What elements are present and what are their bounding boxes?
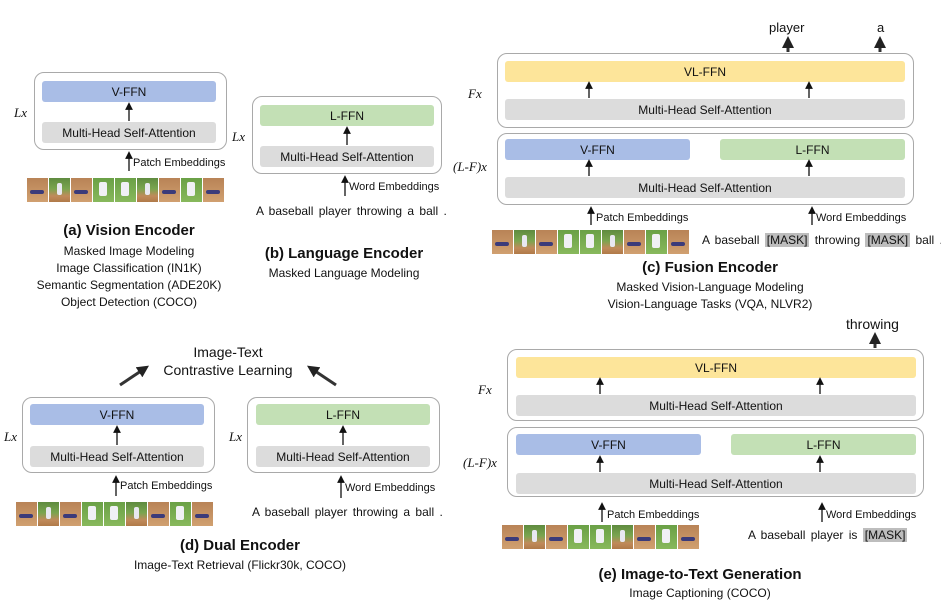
fusion-encoder-task-1: Masked Vision-Language Modeling	[616, 280, 804, 294]
dual-image-patches	[16, 502, 213, 526]
fusion-mask-token-1: [MASK]	[764, 233, 810, 247]
generation-vlffn: VL-FFN	[516, 357, 916, 378]
fusion-word-label: Word Embeddings	[816, 212, 907, 224]
generation-title: (e) Image-to-Text Generation	[598, 566, 802, 583]
fusion-top-mhsa: Multi-Head Self-Attention	[505, 99, 905, 120]
dual-patch-label: Patch Embeddings	[120, 480, 213, 492]
dual-word-label: Word Embeddings	[345, 482, 436, 494]
generation-bottom-mhsa: Multi-Head Self-Attention	[516, 473, 916, 494]
generation-sentence: A baseball player is [MASK]	[748, 528, 908, 542]
fusion-sentence-part-3: ball .	[915, 233, 941, 247]
generation-task-1: Image Captioning (COCO)	[629, 586, 771, 600]
contrastive-arrow-right	[307, 365, 337, 387]
vision-encoder-image-patches	[27, 178, 224, 202]
vision-encoder-vffn: V-FFN	[42, 81, 216, 102]
generation-sentence-part-1: A baseball player is	[748, 528, 858, 542]
dual-language-lffn: L-FFN	[256, 404, 430, 425]
vision-encoder-title: (a) Vision Encoder	[63, 222, 195, 239]
vision-encoder-mhsa: Multi-Head Self-Attention	[42, 122, 216, 143]
generation-vffn: V-FFN	[516, 434, 701, 455]
language-encoder-task-1: Masked Language Modeling	[268, 266, 420, 280]
dual-vision-vffn: V-FFN	[30, 404, 204, 425]
fusion-sentence-part-1: A baseball	[702, 233, 760, 247]
contrastive-arrow-left	[119, 365, 149, 387]
dual-language-multiplier: Lx	[229, 429, 242, 444]
generation-output-throwing: throwing	[846, 316, 899, 332]
fusion-encoder-task-2: Vision-Language Tasks (VQA, NLVR2)	[607, 297, 813, 311]
vision-encoder-patch-label: Patch Embeddings	[133, 157, 226, 169]
fusion-patch-label: Patch Embeddings	[596, 212, 689, 224]
fusion-sentence-part-2: throwing	[814, 233, 861, 247]
language-encoder-title: (b) Language Encoder	[264, 245, 424, 262]
fusion-mask-token-2: [MASK]	[865, 233, 911, 247]
generation-lffn: L-FFN	[731, 434, 916, 455]
dual-encoder-task-1: Image-Text Retrieval (Flickr30k, COCO)	[133, 558, 347, 572]
dual-vision-mhsa: Multi-Head Self-Attention	[30, 446, 204, 467]
language-encoder-mhsa: Multi-Head Self-Attention	[260, 146, 434, 167]
vision-encoder-task-3: Semantic Segmentation (ADE20K)	[36, 278, 222, 292]
fusion-bottom-multiplier: (L-F)x	[453, 159, 487, 174]
dual-objective-line-2: Contrastive Learning	[163, 362, 293, 378]
vision-encoder-multiplier: Lx	[14, 105, 27, 120]
dual-encoder-title: (d) Dual Encoder	[179, 537, 300, 554]
language-encoder-word-label: Word Embeddings	[349, 181, 440, 193]
generation-image-patches	[502, 525, 699, 549]
fusion-output-player: player	[769, 20, 805, 35]
fusion-lffn: L-FFN	[720, 139, 905, 160]
generation-mask-token: [MASK]	[862, 528, 908, 542]
fusion-encoder-title: (c) Fusion Encoder	[642, 259, 778, 276]
fusion-output-a: a	[877, 20, 885, 35]
dual-language-mhsa: Multi-Head Self-Attention	[256, 446, 430, 467]
dual-objective-line-1: Image-Text	[193, 344, 263, 360]
vision-encoder-task-1: Masked Image Modeling	[63, 244, 195, 258]
language-encoder-sentence: A baseball player throwing a ball .	[256, 204, 447, 218]
vision-encoder-task-2: Image Classification (IN1K)	[56, 261, 202, 275]
language-encoder-lffn: L-FFN	[260, 105, 434, 126]
fusion-image-patches	[492, 230, 689, 254]
generation-word-label: Word Embeddings	[826, 509, 917, 521]
fusion-vffn: V-FFN	[505, 139, 690, 160]
fusion-top-multiplier: Fx	[468, 86, 482, 101]
generation-top-mhsa: Multi-Head Self-Attention	[516, 395, 916, 416]
dual-vision-multiplier: Lx	[4, 429, 17, 444]
generation-patch-label: Patch Embeddings	[607, 509, 700, 521]
fusion-bottom-mhsa: Multi-Head Self-Attention	[505, 177, 905, 198]
generation-top-multiplier: Fx	[478, 382, 492, 397]
dual-sentence: A baseball player throwing a ball .	[252, 505, 443, 519]
language-encoder-multiplier: Lx	[232, 129, 245, 144]
fusion-vlffn: VL-FFN	[505, 61, 905, 82]
vision-encoder-task-4: Object Detection (COCO)	[60, 295, 198, 309]
fusion-masked-sentence: A baseball [MASK] throwing [MASK] ball .	[702, 233, 941, 247]
generation-bottom-multiplier: (L-F)x	[463, 455, 497, 470]
